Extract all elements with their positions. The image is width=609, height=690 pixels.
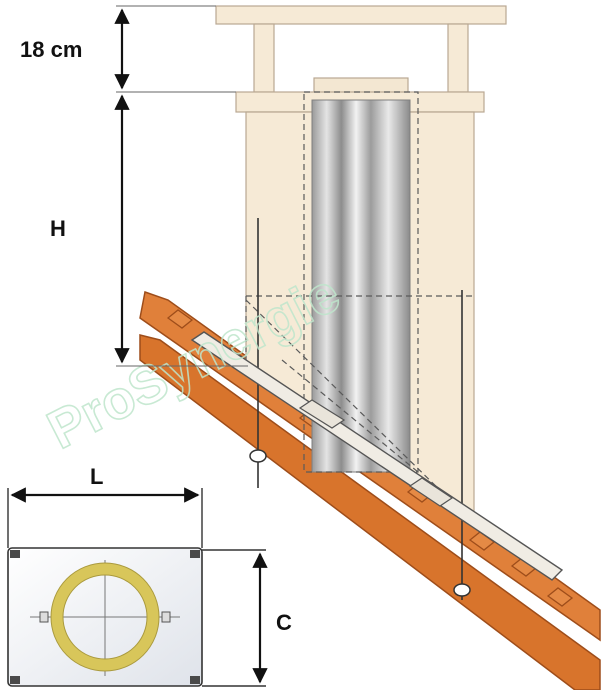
plate-corner-brackets xyxy=(10,550,200,684)
dimension-length: L xyxy=(7,464,203,548)
height-label: H xyxy=(50,216,66,241)
chimney-cap xyxy=(215,5,507,25)
length-label: L xyxy=(90,464,103,489)
mounting-rods xyxy=(257,218,463,600)
dimension-top-height: 18 cm xyxy=(20,5,236,93)
plate-clips xyxy=(39,611,171,623)
plate-ring xyxy=(51,563,159,671)
chimney-stack xyxy=(215,5,507,600)
rod-hooks xyxy=(249,449,471,597)
cap-post-left xyxy=(253,23,275,93)
base-plate-plan xyxy=(7,547,203,687)
cap-post-right xyxy=(447,23,469,93)
dimension-height: H xyxy=(50,94,248,367)
roof-batten-lower xyxy=(139,334,601,690)
hidden-outlines xyxy=(245,91,474,501)
roof-flashing xyxy=(190,331,564,581)
depth-label: C xyxy=(276,610,292,635)
dimension-depth: C xyxy=(202,549,292,687)
top-height-label: 18 cm xyxy=(20,37,82,62)
